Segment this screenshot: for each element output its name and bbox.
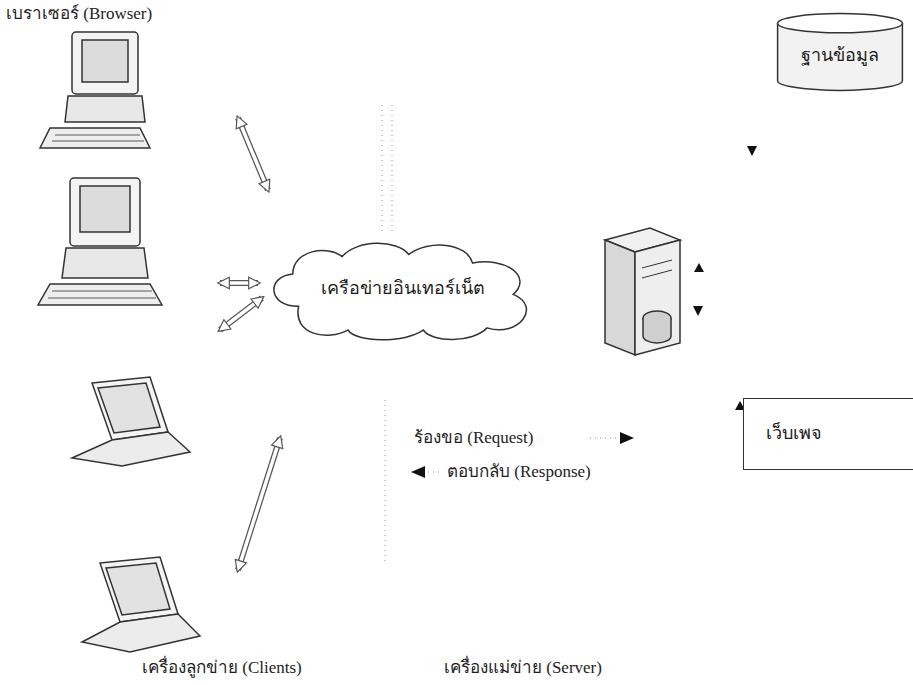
text-label: เครื่องแม่ข่าย (Server) (442, 658, 604, 678)
page-box: เว็บเพจ (743, 398, 913, 470)
laptop-computer (72, 377, 190, 466)
node-text: ฐานข้อมูล (801, 45, 879, 67)
desktop-computer (38, 178, 162, 305)
laptop-computer (82, 557, 200, 652)
node-text: เครือข่ายอินเทอร์เน็ต (321, 278, 485, 300)
node-text: เว็บเพจ (766, 423, 822, 445)
arrowhead (693, 146, 757, 410)
text-label: ตอบกลับ (Response) (445, 462, 593, 482)
database-cylinder: ฐานข้อมูล (775, 12, 905, 92)
server-tower (605, 228, 680, 355)
desktop-computer (40, 32, 150, 148)
double-arrow (220, 118, 280, 570)
text-label: ร้องขอ (Request) (412, 428, 535, 448)
text-label: เครื่องลูกข่าย (Clients) (140, 658, 304, 678)
network-cloud: เครือข่ายอินเทอร์เน็ต (258, 235, 548, 343)
text-label: เบราเซอร์ (Browser) (4, 4, 154, 24)
